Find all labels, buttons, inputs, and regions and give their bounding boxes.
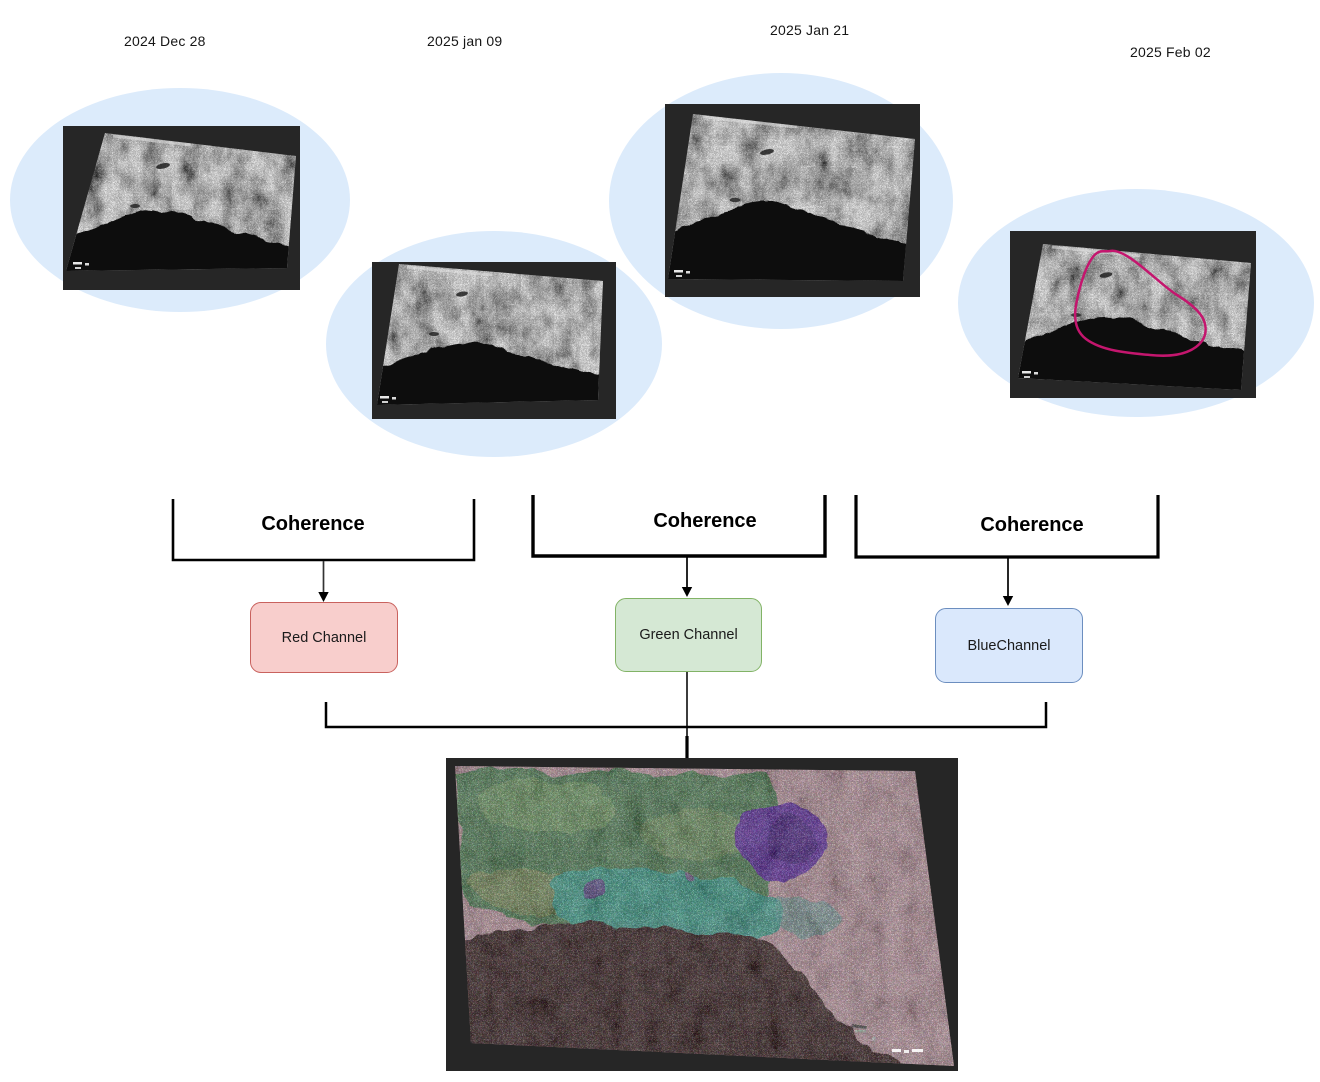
blue-channel-box: BlueChannel xyxy=(935,608,1083,683)
coherence-bracket-3 xyxy=(854,495,1160,559)
composite-watermark xyxy=(892,1049,923,1053)
coherence-label-3: Coherence xyxy=(980,514,1084,536)
composite-scene xyxy=(455,766,954,1066)
red-channel-label: Red Channel xyxy=(281,629,367,646)
sar-scene-1 xyxy=(66,133,296,271)
coherence-bracket-2 xyxy=(531,495,827,558)
date-label-2: 2025 jan 09 xyxy=(427,33,503,49)
image-watermark-1 xyxy=(73,262,89,269)
coherence-label-1: Coherence xyxy=(261,513,365,535)
sar-image-2 xyxy=(372,262,616,419)
date-label-3: 2025 Jan 21 xyxy=(770,22,850,38)
green-channel-box: Green Channel xyxy=(615,598,762,672)
rgb-composite-image xyxy=(446,758,958,1071)
coherence-bracket-1 xyxy=(171,499,476,562)
sar-scene-3 xyxy=(668,114,915,281)
arrow-1 xyxy=(318,561,329,602)
merge-bracket xyxy=(324,702,1048,729)
image-watermark-3 xyxy=(674,270,690,277)
arrow-3 xyxy=(1002,558,1014,606)
annotation-outline xyxy=(1073,249,1207,357)
image-watermark-2 xyxy=(380,396,396,403)
image-watermark-4 xyxy=(1022,371,1038,378)
sar-scene-4 xyxy=(1018,244,1251,390)
blue-channel-label: BlueChannel xyxy=(967,637,1051,654)
date-label-1: 2024 Dec 28 xyxy=(124,33,206,49)
arrow-2 xyxy=(681,557,693,597)
date-label-4: 2025 Feb 02 xyxy=(1130,44,1211,60)
sar-scene-2 xyxy=(377,264,603,405)
sar-image-4 xyxy=(1010,231,1256,398)
sar-image-3 xyxy=(665,104,920,297)
red-channel-box: Red Channel xyxy=(250,602,398,673)
sar-image-1 xyxy=(63,126,300,290)
coherence-label-2: Coherence xyxy=(653,510,757,532)
green-channel-label: Green Channel xyxy=(639,627,738,643)
